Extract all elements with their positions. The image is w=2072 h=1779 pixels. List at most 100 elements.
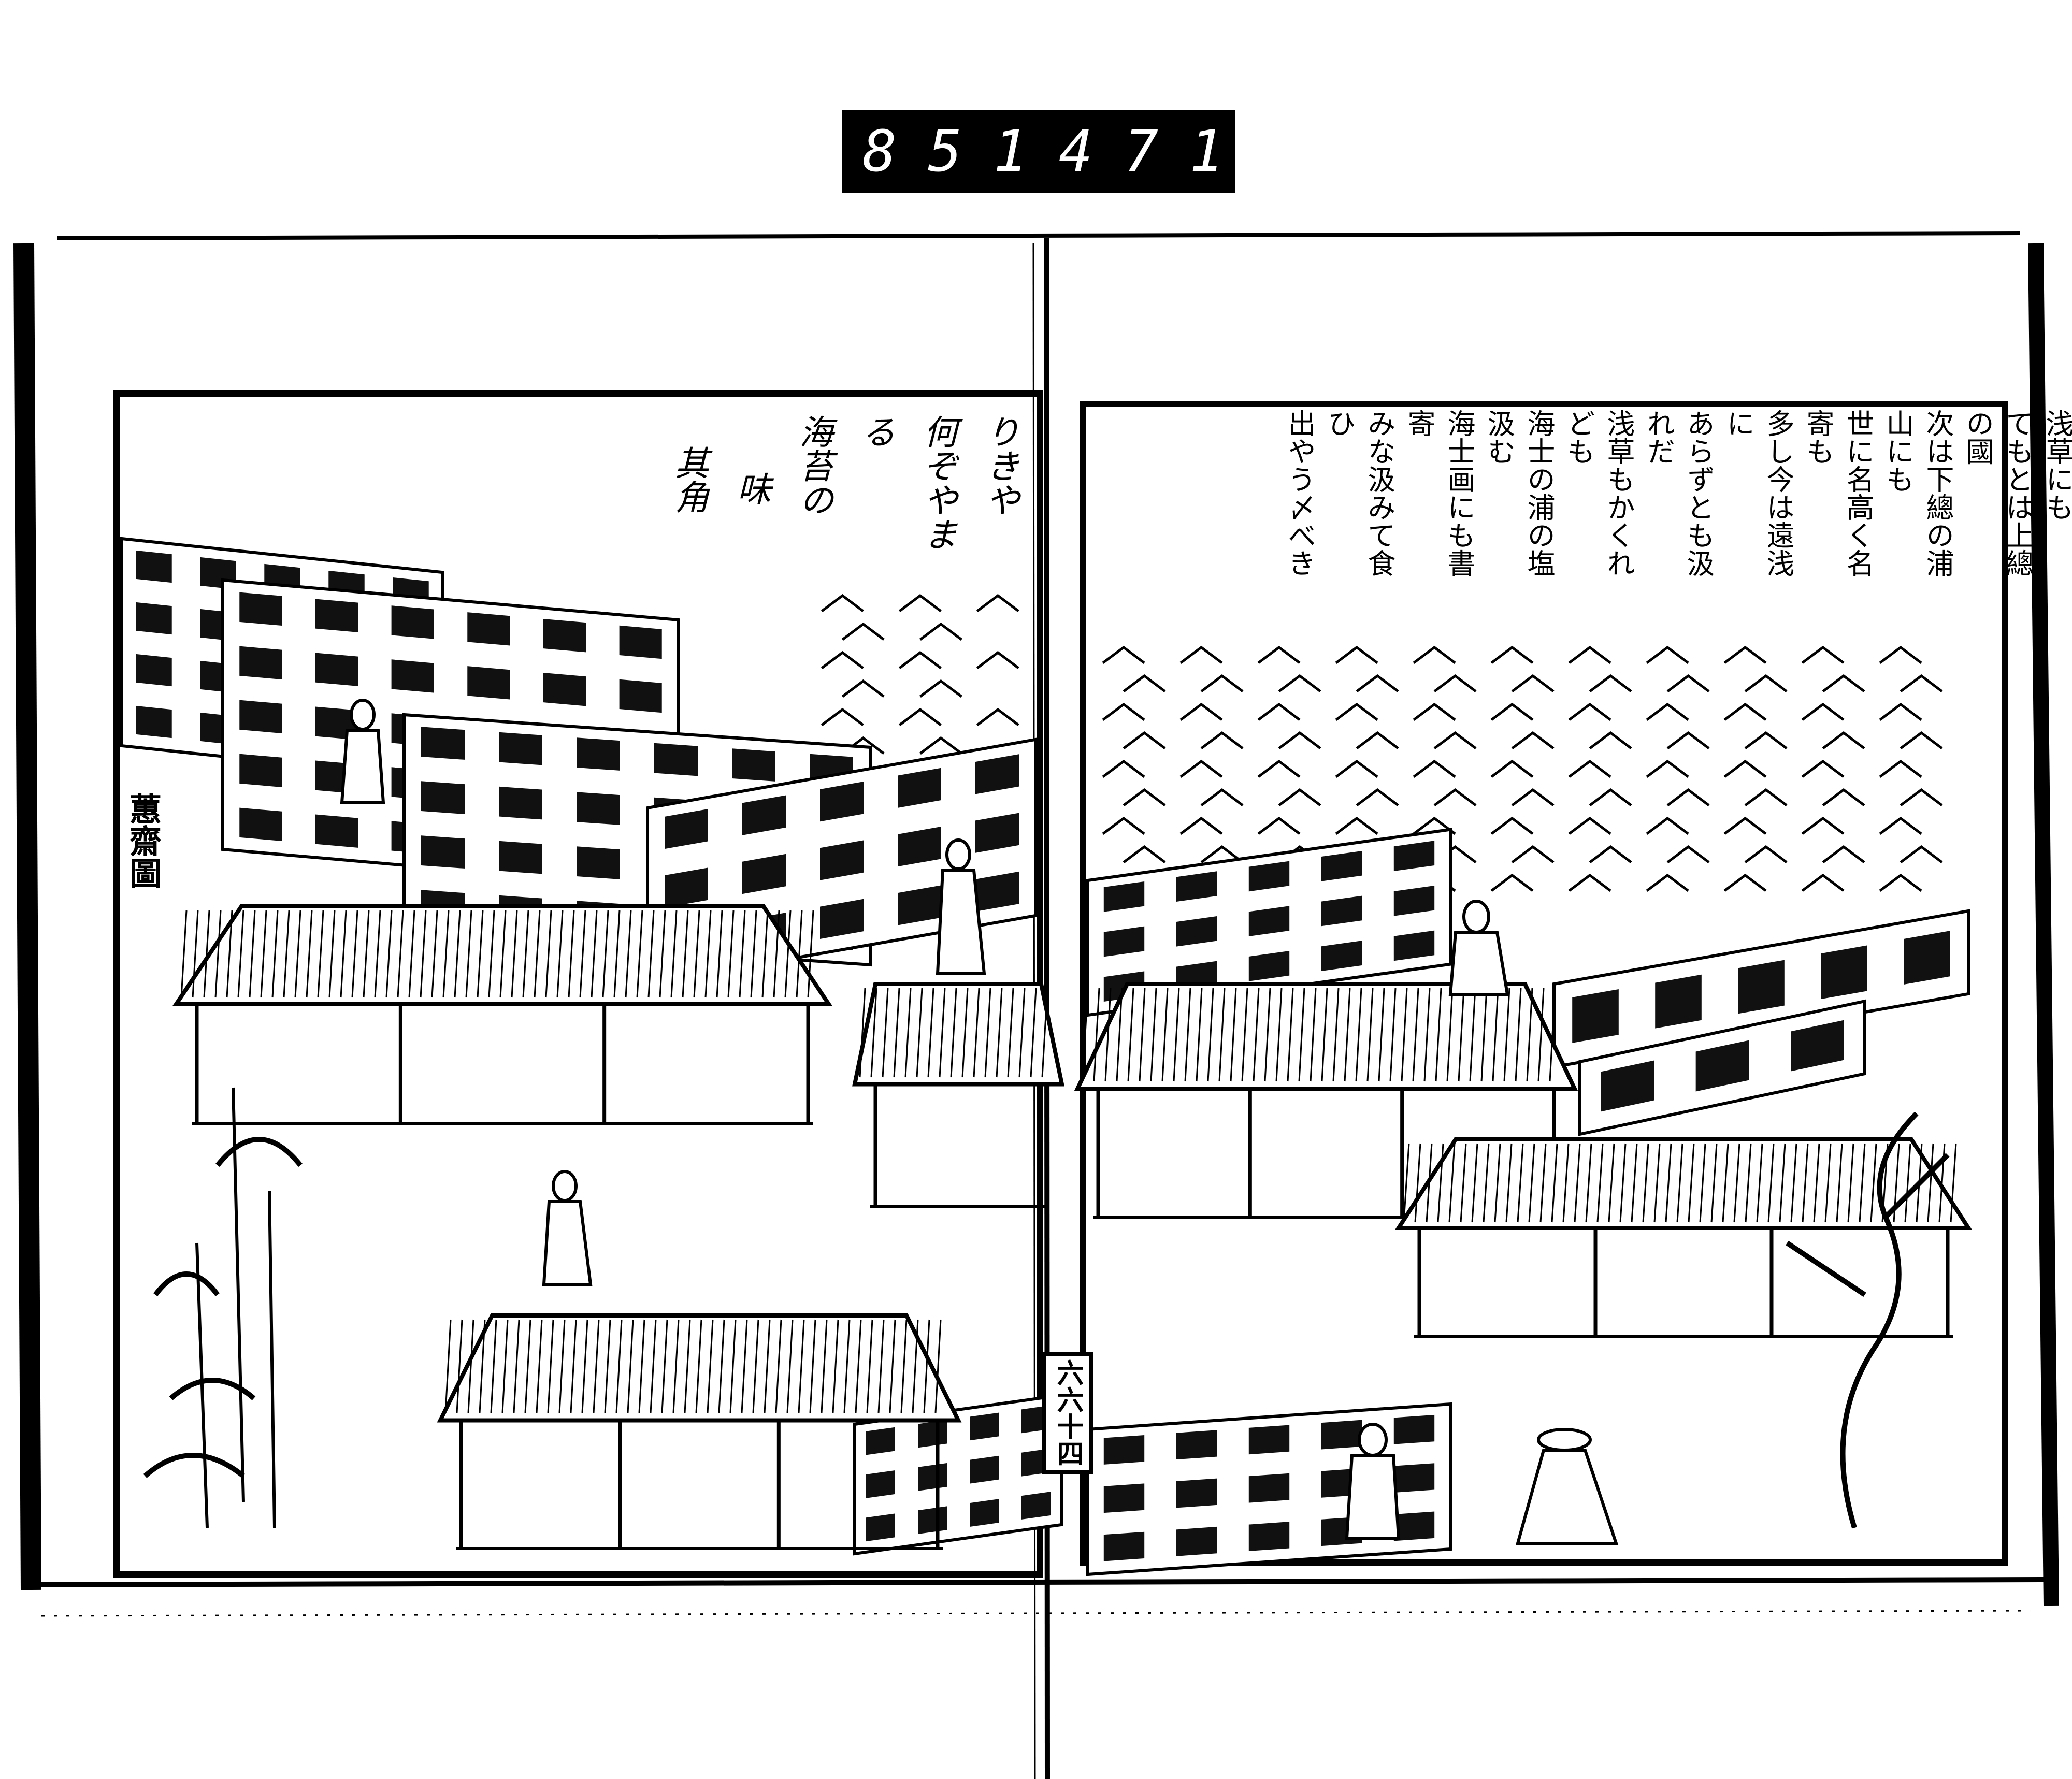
seaweed-sheet [665,809,708,849]
seaweed-sheet [136,654,172,687]
seaweed-sheet [1791,1020,1844,1072]
seaweed-sheet [577,792,620,825]
wave-line [1102,759,1922,778]
seaweed-sheet [820,840,864,880]
thatched-huts [172,904,1973,1550]
seaweed-sheet [1176,916,1217,947]
seaweed-sheet [619,679,662,713]
seaweed-sheet [1321,1420,1362,1450]
seaweed-sheet [742,795,786,835]
seaweed-sheet [1393,1511,1435,1541]
seaweed-sheet [866,1470,895,1498]
seaweed-sheet [970,1455,999,1484]
drying-rack [1578,999,1866,1136]
seaweed-sheet [421,835,465,869]
seaweed-sheet [315,599,358,632]
wave-line [841,622,962,641]
seaweed-sheet [239,646,282,680]
haiku-poem: りきや 何ぞやまる 海苔の 味 其角 [658,414,1031,580]
seaweed-sheet [239,592,282,626]
thatch-hatching [180,910,814,998]
seaweed-sheet [499,732,542,765]
seaweed-sheet [1021,1492,1051,1520]
poem-author: 其角 [669,445,709,514]
essay-line: てもとは上總の國 [1961,409,2034,577]
seaweed-sheet [918,1506,947,1535]
catalog-number-left: 851 [862,118,1059,184]
wave-line [821,594,1019,612]
seaweed-sheet [1248,950,1290,981]
poem-line: 味 [731,471,771,505]
seaweed-sheet [1248,906,1290,936]
seaweed-sheet [391,659,434,693]
seaweed-sheet [1176,1478,1217,1508]
seaweed-sheet [1103,881,1145,912]
essay-line: 次は下總の浦山にも [1881,409,1954,577]
seaweed-sheet [1821,945,1867,1000]
essay-line: いつむし品川浅草にも [2041,409,2072,521]
thatched-hut [172,904,833,1125]
page-number: 六六十四 [1042,1352,1093,1474]
seaweed-sheet [499,841,542,874]
seaweed-sheet [970,1412,999,1441]
seaweed-sheet [1738,960,1785,1014]
essay-line: 出やう〆べき [1283,409,1316,577]
seaweed-sheet [898,768,941,808]
seaweed-sheet [898,885,941,925]
seaweed-sheet [665,867,708,908]
seaweed-sheet [577,737,620,771]
seaweed-sheet [1393,1414,1435,1444]
drying-rack [1552,909,1970,1069]
wave-line [1123,674,1943,692]
seaweed-sheet [1321,941,1362,971]
essay-line: 海士画にも書寄 [1403,409,1475,577]
seaweed-sheet [1248,1522,1290,1551]
seaweed-sheet [898,827,941,867]
essay-text: 海より取得し海苔を礒辺にて洗塵をとり庖丁にてきざみ敷き簾流し干乾とする世人品川海… [1279,409,2072,580]
seaweed-sheet [1601,1060,1654,1112]
seaweed-sheet [970,1499,999,1527]
thatched-hut [852,982,1064,1208]
seaweed-sheet [543,672,586,706]
essay-line: あらずとも汲れだ [1642,409,1715,577]
seaweed-sheet [1321,850,1362,881]
seaweed-sheet [918,1420,947,1448]
thatched-hut [437,1313,962,1550]
thatched-roof [1074,982,1578,1091]
wave-line [1102,645,1922,664]
wave-line [821,650,1019,669]
wave-line [1123,788,1943,806]
seaweed-sheet [1176,871,1217,902]
poem-line: りきや [980,414,1020,517]
seaweed-sheet [136,602,172,635]
wave-line [1123,731,1943,749]
wave-line [1102,816,1922,835]
essay-line: 多し今は遠浅に [1722,409,1794,577]
poem-line: 海苔の [794,414,833,517]
seaweed-sheet [820,899,864,939]
seaweed-sheet [820,782,864,822]
seaweed-sheet [1393,841,1435,871]
seaweed-sheet [391,605,434,639]
seaweed-sheet [975,813,1019,853]
seaweed-sheet [732,748,775,782]
seaweed-sheet [315,814,358,848]
wave-line [821,707,1019,726]
seaweed-sheet [239,700,282,734]
drying-racks [120,537,1970,1576]
seaweed-sheet [866,1513,895,1542]
seaweed-sheet [1176,1526,1217,1556]
thatch-hatching [859,988,1048,1078]
seaweed-sheet [654,743,698,776]
essay-line: 海士の浦の塩汲む [1483,409,1555,577]
seaweed-sheet [1103,926,1145,957]
seaweed-sheet [1393,1463,1435,1493]
drying-rack [1086,828,1452,1017]
essay-line: 浅草もかくれども [1562,409,1635,577]
thatch-hatching [1082,988,1556,1082]
seaweed-sheet [239,807,282,842]
seaweed-sheet [467,666,510,700]
catalog-number-right: 471. [1058,118,1320,184]
seaweed-sheet [1655,974,1702,1029]
